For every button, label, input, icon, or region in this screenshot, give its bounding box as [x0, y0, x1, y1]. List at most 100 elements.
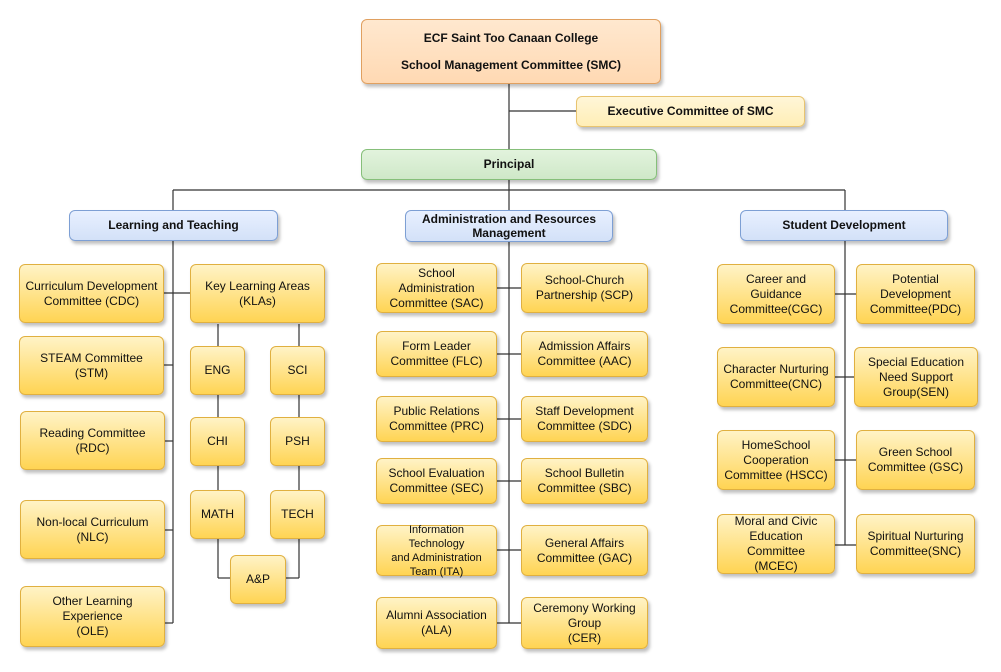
- hscc-line1: HomeSchool: [741, 437, 811, 452]
- kla-line2: (KLAs): [239, 293, 276, 308]
- root-line1: ECF Saint Too Canaan College: [423, 30, 599, 45]
- learning-teaching-node[interactable]: Learning and Teaching: [69, 210, 278, 241]
- sac-node[interactable]: School Administration Committee (SAC): [376, 263, 497, 313]
- chi-label: CHI: [207, 434, 228, 448]
- flc-line2: Committee (FLC): [390, 354, 483, 368]
- tech-node[interactable]: TECH: [270, 490, 325, 539]
- hscc-node[interactable]: HomeSchool Cooperation Committee (HSCC): [717, 430, 835, 490]
- sen-node[interactable]: Special Education Need Support Group(SEN…: [854, 347, 978, 407]
- sen-line1: Special Education: [867, 354, 965, 369]
- ap-label: A&P: [245, 572, 270, 586]
- mcec-line3: (MCEC): [754, 559, 798, 573]
- admin-resources-node[interactable]: Administration and Resources Management: [405, 210, 613, 242]
- gac-node[interactable]: General Affairs Committee (GAC): [521, 525, 648, 576]
- prc-line1: Public Relations: [393, 404, 480, 418]
- cnc-node[interactable]: Character Nurturing Committee(CNC): [717, 347, 835, 407]
- ita-node[interactable]: Information Technology and Administratio…: [376, 523, 497, 578]
- cer-line2: Group: [567, 615, 602, 630]
- pdc-node[interactable]: Potential Development Committee(PDC): [856, 264, 975, 324]
- executive-committee-node[interactable]: Executive Committee of SMC: [576, 96, 805, 127]
- tech-label: TECH: [281, 507, 314, 521]
- ala-line1: Alumni Association: [386, 608, 487, 622]
- aac-node[interactable]: Admission Affairs Committee (AAC): [521, 331, 648, 377]
- cnc-line1: Character Nurturing: [723, 362, 829, 376]
- eng-label: ENG: [204, 363, 231, 377]
- executive-label: Executive Committee of SMC: [607, 104, 774, 118]
- cer-line3: (CER): [567, 630, 602, 645]
- sci-node[interactable]: SCI: [270, 346, 325, 395]
- sbc-line2: Committee (SBC): [537, 481, 632, 495]
- scp-line1: School-Church: [544, 273, 625, 287]
- principal-label: Principal: [483, 157, 535, 171]
- sdc-line1: Staff Development: [535, 404, 634, 418]
- stm-node[interactable]: STEAM Committee (STM): [19, 336, 164, 395]
- ala-line2: (ALA): [421, 623, 452, 637]
- rdc-line1: Reading Committee: [39, 425, 146, 440]
- cgc-line2: Committee(CGC): [729, 301, 823, 316]
- gsc-node[interactable]: Green School Committee (GSC): [856, 430, 975, 490]
- root-node[interactable]: ECF Saint Too Canaan College School Mana…: [361, 19, 661, 84]
- mcec-line2: Education Committee: [746, 529, 805, 558]
- snc-line1: Spiritual Nurturing: [867, 529, 964, 543]
- ita-line2: and Administration: [391, 551, 482, 564]
- sac-line1: School Administration: [398, 265, 475, 295]
- flc-line1: Form Leader: [402, 339, 471, 353]
- student-development-label: Student Development: [782, 218, 906, 232]
- cnc-line2: Committee(CNC): [729, 377, 822, 391]
- prc-line2: Committee (PRC): [389, 419, 484, 433]
- nlc-line2: (NLC): [76, 529, 109, 544]
- sbc-node[interactable]: School Bulletin Committee (SBC): [521, 458, 648, 504]
- sec-node[interactable]: School Evaluation Committee (SEC): [376, 458, 497, 504]
- gac-line1: General Affairs: [544, 535, 625, 550]
- cgc-node[interactable]: Career and Guidance Committee(CGC): [717, 264, 835, 324]
- ole-line2: Experience: [62, 609, 123, 623]
- aac-line1: Admission Affairs: [538, 339, 631, 353]
- cdc-node[interactable]: Curriculum Development Committee (CDC): [19, 264, 164, 323]
- pdc-line2: Development: [880, 286, 951, 301]
- scp-node[interactable]: School-Church Partnership (SCP): [521, 263, 648, 313]
- ole-line3: (OLE): [76, 624, 109, 638]
- hscc-line2: Cooperation: [743, 452, 809, 467]
- learning-teaching-label: Learning and Teaching: [108, 218, 239, 232]
- math-node[interactable]: MATH: [190, 490, 245, 539]
- ita-line1: Information Technology: [408, 523, 465, 550]
- principal-node[interactable]: Principal: [361, 149, 657, 180]
- sen-line3: Group(SEN): [882, 384, 950, 399]
- ap-node[interactable]: A&P: [230, 555, 286, 604]
- sec-line2: Committee (SEC): [389, 481, 484, 495]
- sci-label: SCI: [287, 363, 308, 377]
- snc-node[interactable]: Spiritual Nurturing Committee(SNC): [856, 514, 975, 574]
- sdc-node[interactable]: Staff Development Committee (SDC): [521, 396, 648, 442]
- prc-node[interactable]: Public Relations Committee (PRC): [376, 396, 497, 442]
- admin-label-line2: Management: [472, 226, 546, 240]
- sec-line1: School Evaluation: [388, 466, 485, 480]
- psh-node[interactable]: PSH: [270, 417, 325, 466]
- ole-node[interactable]: Other Learning Experience (OLE): [20, 586, 165, 647]
- rdc-node[interactable]: Reading Committee (RDC): [20, 411, 165, 470]
- cdc-line1: Curriculum Development: [25, 278, 158, 293]
- nlc-node[interactable]: Non-local Curriculum (NLC): [20, 500, 165, 559]
- gsc-line1: Green School: [878, 445, 953, 459]
- snc-line2: Committee(SNC): [869, 544, 962, 558]
- scp-line2: Partnership (SCP): [535, 288, 634, 302]
- cgc-line1: Career and Guidance: [745, 271, 807, 301]
- admin-label-line1: Administration and Resources: [421, 212, 597, 226]
- math-label: MATH: [200, 507, 235, 521]
- sbc-line1: School Bulletin: [544, 466, 625, 480]
- gac-line2: Committee (GAC): [536, 550, 633, 565]
- sen-line2: Need Support: [878, 369, 954, 384]
- student-development-node[interactable]: Student Development: [740, 210, 948, 241]
- nlc-line1: Non-local Curriculum: [36, 514, 149, 529]
- pdc-line3: Committee(PDC): [869, 301, 962, 316]
- ala-node[interactable]: Alumni Association (ALA): [376, 597, 497, 649]
- mcec-line1: Moral and Civic: [734, 514, 818, 528]
- eng-node[interactable]: ENG: [190, 346, 245, 395]
- cer-node[interactable]: Ceremony Working Group (CER): [521, 597, 648, 649]
- flc-node[interactable]: Form Leader Committee (FLC): [376, 331, 497, 377]
- kla-node[interactable]: Key Learning Areas (KLAs): [190, 264, 325, 323]
- cdc-line2: Committee (CDC): [43, 293, 140, 308]
- ole-line1: Other Learning: [52, 594, 133, 608]
- chi-node[interactable]: CHI: [190, 417, 245, 466]
- gsc-line2: Committee (GSC): [867, 460, 964, 474]
- mcec-node[interactable]: Moral and Civic Education Committee (MCE…: [717, 514, 835, 574]
